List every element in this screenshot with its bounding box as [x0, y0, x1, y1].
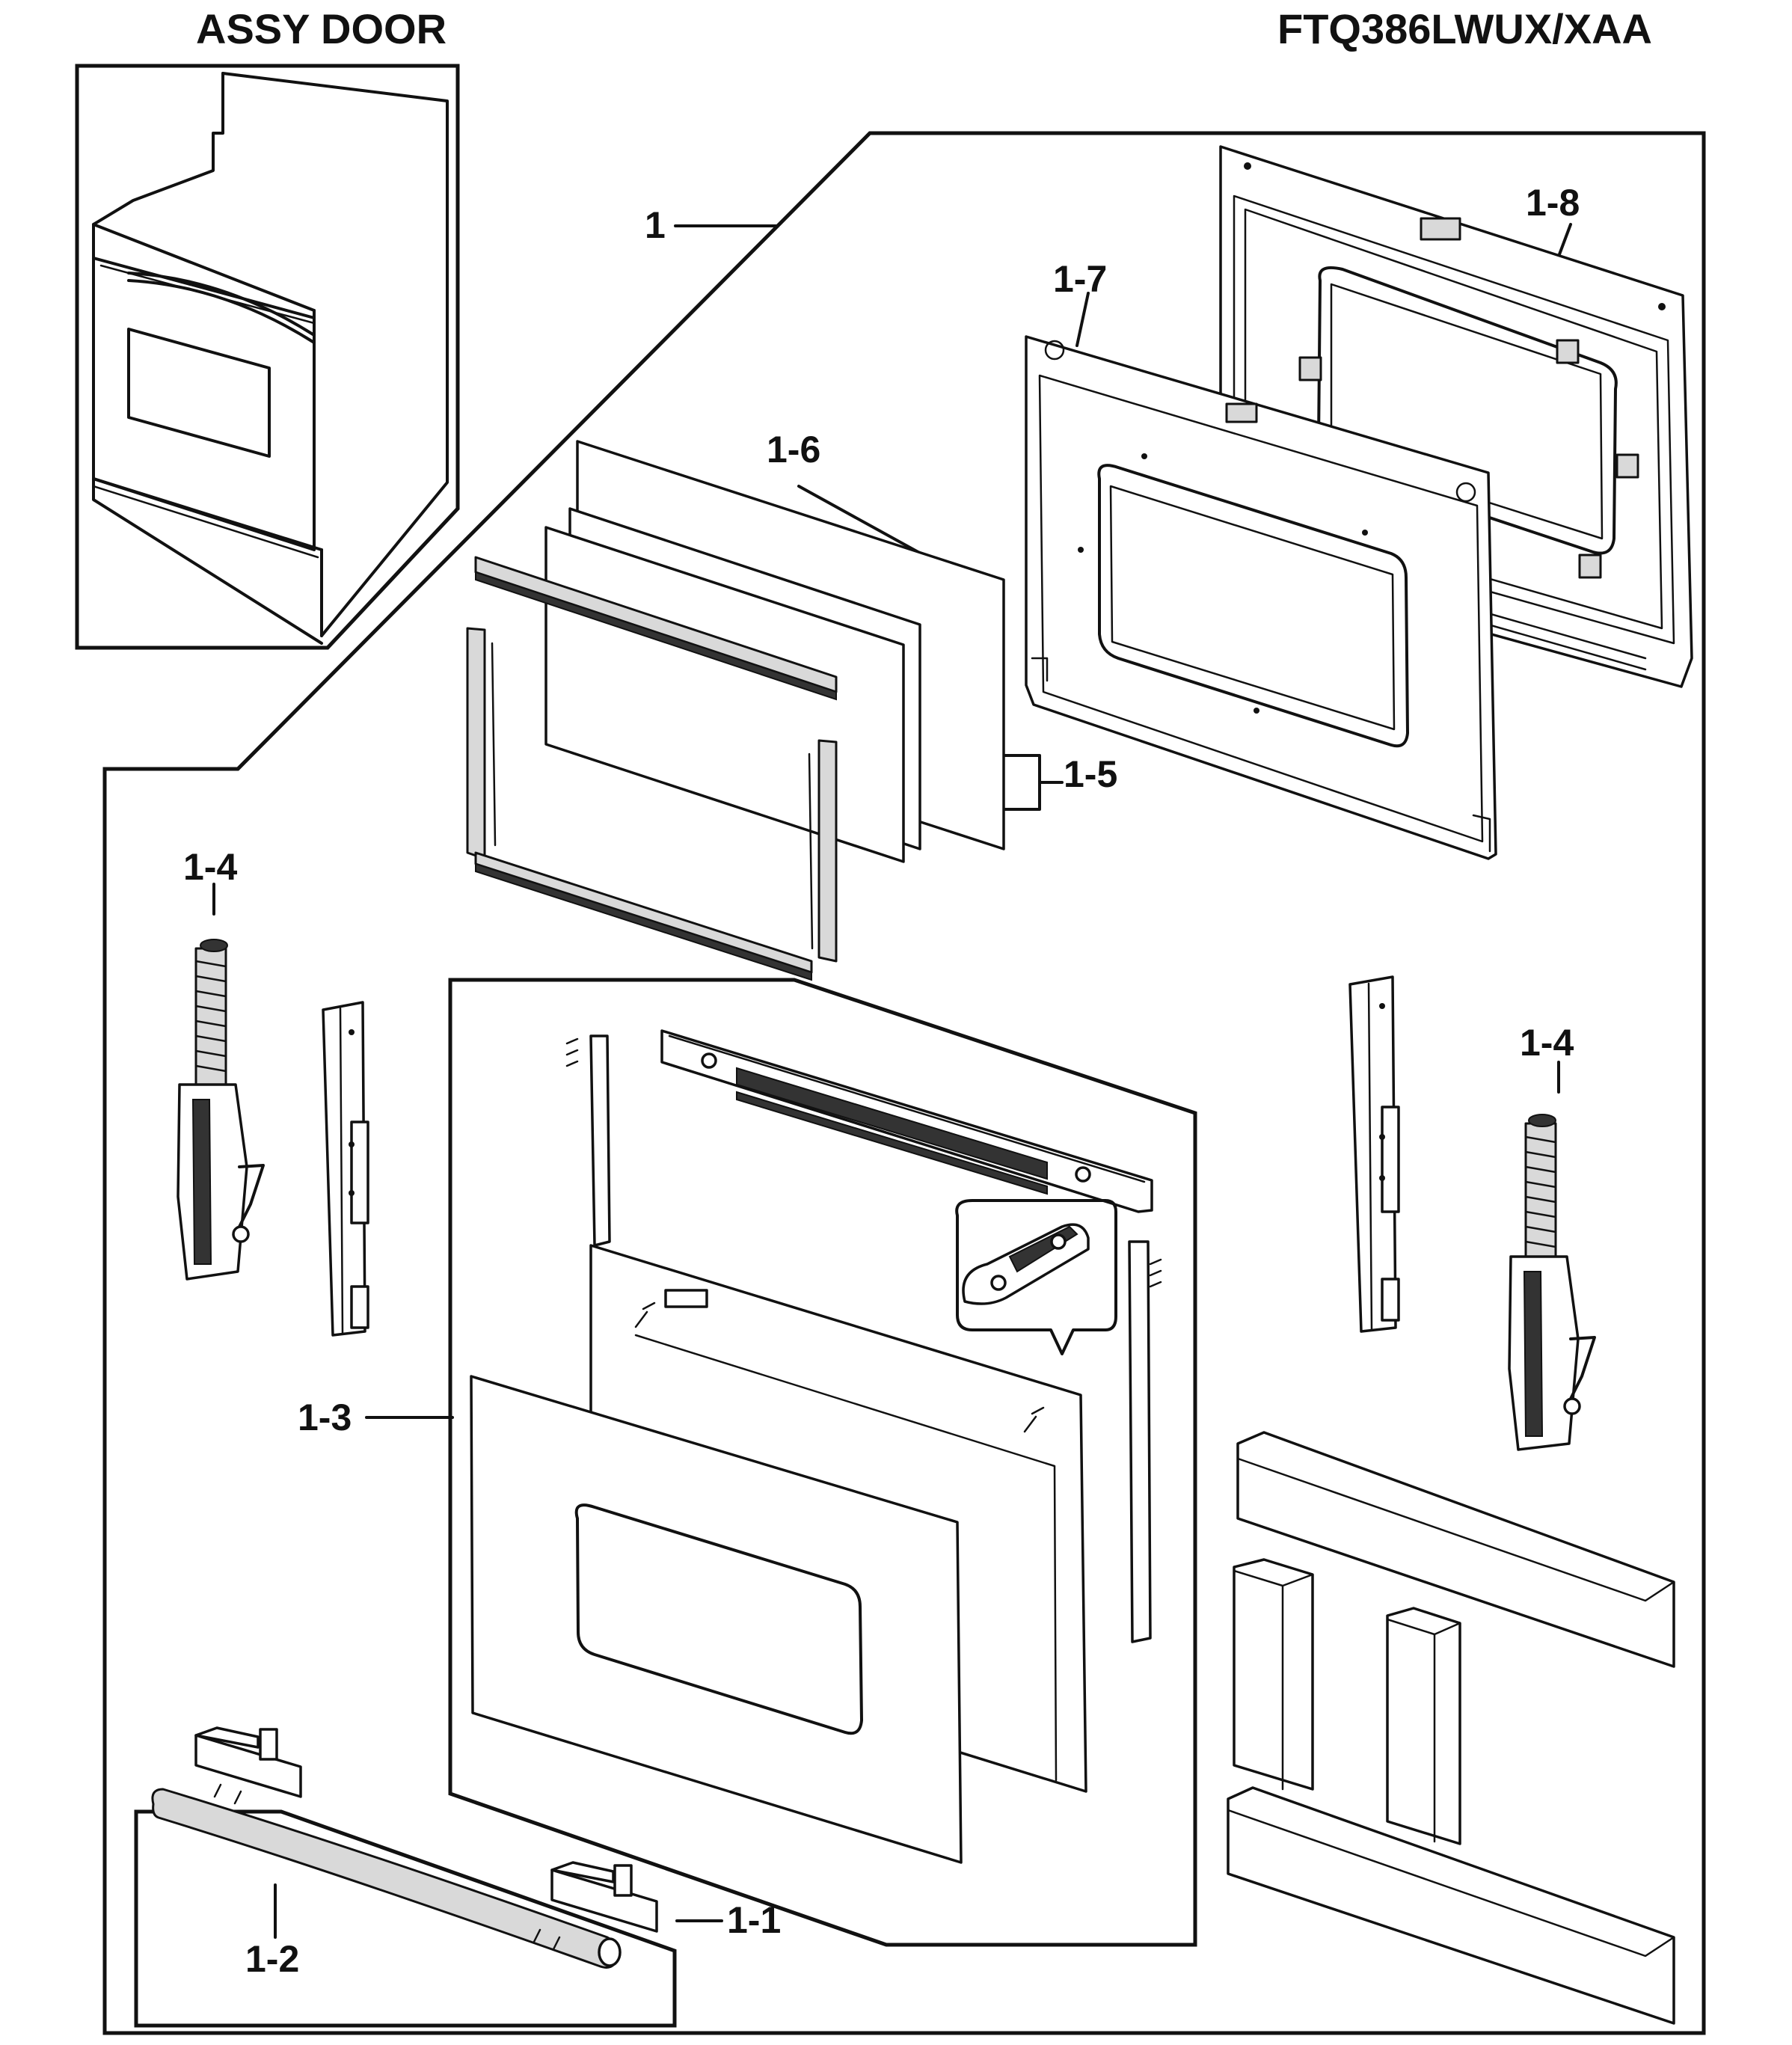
- callout-1-5: 1-5: [1064, 753, 1118, 795]
- part-1-5-glass-trim: [466, 556, 838, 981]
- callout-1-1: 1-1: [727, 1899, 782, 1941]
- hinge-receiver-left: [322, 1001, 369, 1337]
- packaging-blocks: [1227, 1431, 1675, 2025]
- part-1-4-hinge-left: [177, 939, 265, 1281]
- part-1-4-hinge-right: [1508, 1114, 1596, 1451]
- part-1-1-1-2-handle-inset: [134, 1726, 677, 2028]
- callout-1: 1: [645, 204, 666, 246]
- callout-1-7: 1-7: [1053, 258, 1108, 300]
- callout-1-3: 1-3: [298, 1396, 352, 1438]
- callout-1-2: 1-2: [245, 1938, 300, 1980]
- hinge-receiver-right: [1348, 975, 1400, 1333]
- assembly-1-boundary: [102, 131, 1706, 2035]
- part-1-6-glass-panels: [544, 440, 1005, 863]
- part-1-3-outer-door-assembly: [448, 978, 1197, 1947]
- range-overview-inset: [75, 64, 460, 650]
- model-number: FTQ386LWUX/XAA: [1277, 5, 1652, 52]
- diagram-title: ASSY DOOR: [196, 5, 447, 52]
- callout-1-6: 1-6: [767, 429, 821, 470]
- callout-1-8: 1-8: [1526, 182, 1580, 224]
- callout-1-4-left: 1-4: [183, 846, 238, 888]
- vent-perforations: [736, 1067, 1048, 1195]
- callout-1-4-right: 1-4: [1520, 1022, 1574, 1064]
- part-1-7-door-frame: [1025, 335, 1497, 860]
